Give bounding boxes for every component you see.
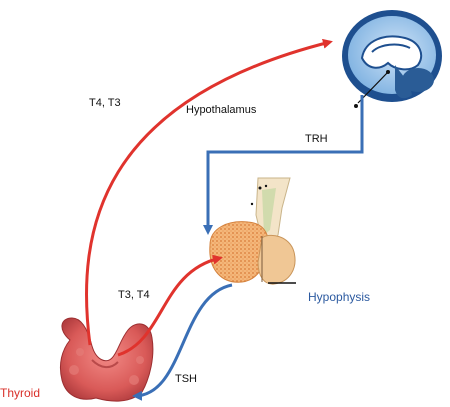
arrow-t4-t3-to-hypothalamus <box>85 38 333 346</box>
label-tsh: TSH <box>175 373 197 385</box>
thyroid-illustration <box>59 317 154 402</box>
label-t4-t3: T4, T3 <box>89 97 121 109</box>
arrow-tsh-to-thyroid <box>132 283 233 401</box>
arrow-t3-t4-to-hypophysis <box>117 254 223 357</box>
brain-illustration <box>342 10 442 108</box>
label-hypothalamus: Hypothalamus <box>186 104 257 116</box>
label-hypophysis: Hypophysis <box>308 290 371 304</box>
label-trh: TRH <box>305 133 328 145</box>
pituitary-illustration <box>209 177 296 285</box>
label-t3-t4: T3, T4 <box>118 289 150 301</box>
label-thyroid: Thyroid <box>0 386 41 400</box>
arrow-trh-to-hypophysis <box>203 95 364 235</box>
